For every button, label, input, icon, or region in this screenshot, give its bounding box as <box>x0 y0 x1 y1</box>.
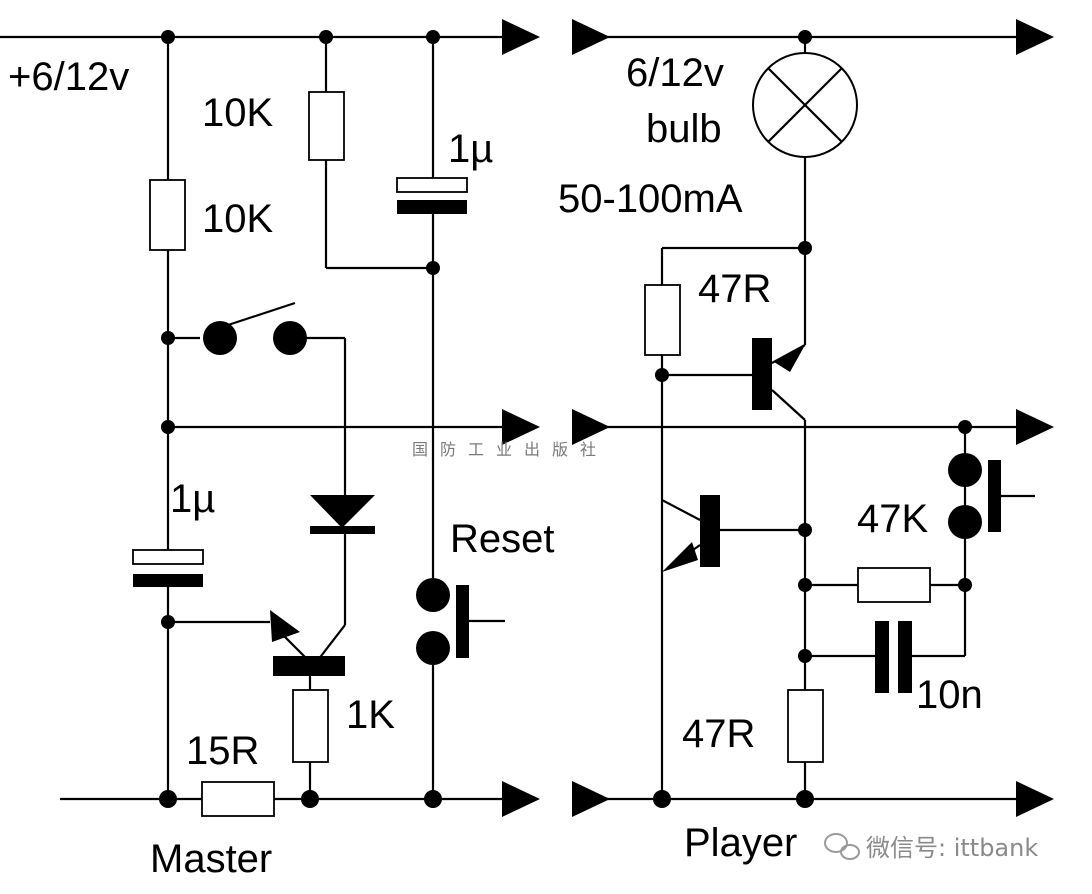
capacitor-10n-plate-right <box>898 621 912 693</box>
reset-actuator <box>456 585 469 658</box>
resistor-47r-pnp <box>644 284 681 356</box>
capacitor-1u-top-open-plate <box>396 177 468 193</box>
arrow-middle-master <box>502 409 540 445</box>
arrow-top-master <box>502 19 540 55</box>
resistor-1k <box>292 689 329 763</box>
label-c-top: 1µ <box>448 127 493 171</box>
capacitor-1u-left-solid-plate <box>133 574 203 587</box>
reset-contact-bottom <box>416 631 450 665</box>
label-player: Player <box>684 821 797 865</box>
label-c-feedback: 10n <box>916 673 983 717</box>
master-transistor-emitter-arrow <box>270 610 300 642</box>
label-r-top-left: 10K <box>202 91 273 135</box>
switch-contact-right <box>273 321 307 355</box>
capacitor-1u-left-open-plate <box>132 549 204 565</box>
label-bulb-voltage: 6/12v <box>626 51 724 95</box>
label-r-pnp: 47R <box>698 267 771 311</box>
label-reset: Reset <box>450 517 555 561</box>
player-button-contact-top <box>948 453 982 487</box>
switch-lever <box>224 301 296 328</box>
label-c-left: 1µ <box>170 477 215 521</box>
resistor-47k <box>857 567 931 603</box>
label-r-player-bottom: 47R <box>682 712 755 756</box>
capacitor-10n-plate-left <box>875 621 889 693</box>
master-transistor-base-bar <box>273 656 345 676</box>
player-button-contact-bottom <box>948 505 982 539</box>
arrow-top-player-in <box>572 19 610 55</box>
arrow-bottom-player-out <box>1016 781 1054 817</box>
bulb <box>752 52 858 158</box>
label-master: Master <box>150 837 272 881</box>
npn-transistor-base-bar <box>700 495 720 567</box>
pnp-transistor-emitter-arrow <box>774 345 805 372</box>
label-supply: +6/12v <box>8 55 129 99</box>
pnp-transistor-base-bar <box>752 338 772 410</box>
switch-contact-left <box>203 321 237 355</box>
label-bulb-current: 50-100mA <box>558 177 743 221</box>
player-circuit: 6/12v bulb 50-100mA 47R 47K 10n 47R Play… <box>558 19 1054 865</box>
resistor-10k-left <box>149 179 186 251</box>
reset-contact-top <box>416 578 450 612</box>
resistor-47r-bottom <box>787 689 824 763</box>
capacitor-1u-top-solid-plate <box>397 200 467 214</box>
label-bulb: bulb <box>646 107 722 151</box>
arrow-top-player-out <box>1016 19 1054 55</box>
arrow-middle-player-in <box>572 409 610 445</box>
arrow-bottom-master <box>502 781 540 817</box>
resistor-10k-top <box>308 91 345 161</box>
label-r-bottom: 15R <box>186 729 259 773</box>
label-r-feedback: 47K <box>857 497 928 541</box>
npn-transistor-emitter-arrow <box>662 542 698 572</box>
arrow-middle-player-out <box>1016 409 1054 445</box>
player-button-actuator <box>988 460 1001 532</box>
resistor-15r <box>201 781 275 817</box>
watermark-publisher: 国防工业出版社 <box>412 440 608 459</box>
wechat-icon <box>824 833 860 860</box>
label-r-mid-left: 10K <box>202 197 273 241</box>
label-r-emitter: 1K <box>346 693 395 737</box>
master-circuit: +6/12v 10K 10K 1µ 1µ Reset 1K 15R Master <box>0 19 555 881</box>
arrow-bottom-player-in <box>572 781 610 817</box>
watermark-wechat: 微信号: ittbank <box>866 834 1038 862</box>
diode <box>310 495 375 528</box>
